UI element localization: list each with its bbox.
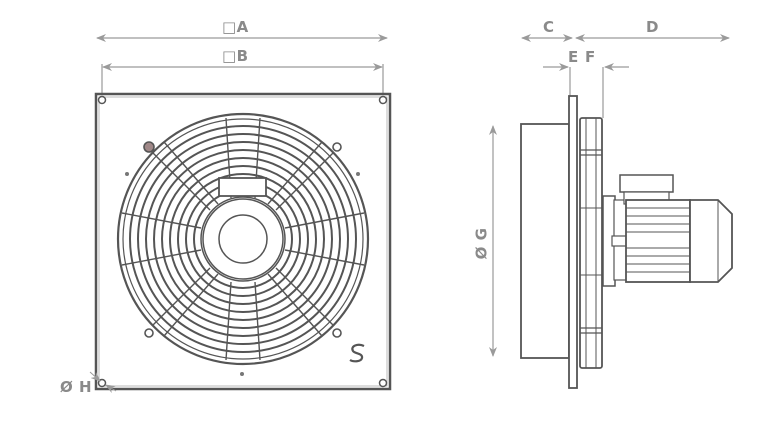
front-view [94, 92, 392, 391]
dimension-a-label: □A [222, 18, 249, 36]
mounting-holes [97, 95, 388, 388]
guard-spokes [121, 117, 365, 361]
dimension-ef-line [543, 63, 629, 118]
dimension-g-label: Ø G [472, 227, 491, 260]
dimension-c-label: C [543, 18, 555, 36]
dimension-h-label: Ø H [60, 378, 93, 396]
dimension-b-label: □B [222, 47, 249, 65]
dimension-h-arrows [89, 371, 117, 394]
side-view [520, 95, 733, 389]
brand-logo-icon [349, 343, 365, 363]
fan-guard [116, 112, 370, 366]
dimension-f-label: F [585, 48, 596, 66]
dimension-e-label: E [568, 48, 579, 66]
dimension-d-label: D [646, 18, 659, 36]
dimension-b-line [101, 63, 384, 95]
